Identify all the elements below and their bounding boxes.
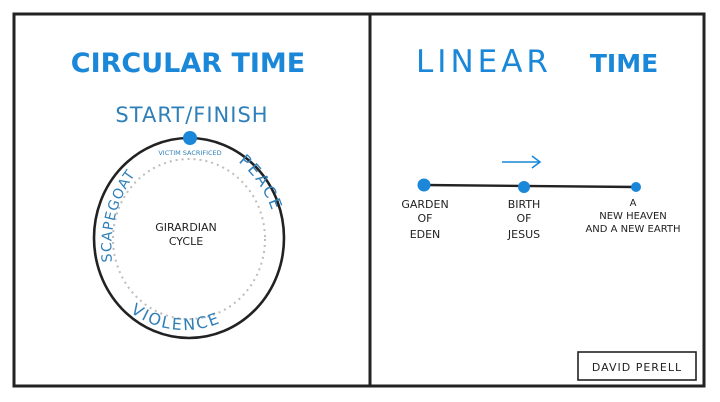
credit-box <box>577 351 697 381</box>
timeline-line <box>423 183 637 189</box>
circular-time-panel: CIRCULAR TIME START/FINISH VICTIM SACRIF… <box>71 48 305 340</box>
svg-text:GARDEN: GARDEN <box>401 198 448 211</box>
circular-title: CIRCULAR TIME <box>71 48 305 79</box>
timeline-node-jesus <box>518 181 530 193</box>
linear-title-word2: TIME <box>590 49 658 78</box>
scapegoat-arc-label: SCAPEGOAT <box>99 167 139 263</box>
event-label-jesus: BIRTH OF JESUS <box>507 198 540 241</box>
start-finish-node <box>183 131 197 145</box>
cycle-inner-dotted-ring <box>112 158 266 320</box>
cycle-center-line1: GIRARDIAN <box>155 221 217 234</box>
outer-frame <box>12 12 706 388</box>
violence-arc-label: VIOLENCE <box>128 299 223 334</box>
linear-time-panel: LINEAR TIME GARDEN OF EDEN BIRTH OF JESU… <box>401 44 697 381</box>
cycle-center-line2: CYCLE <box>169 235 203 248</box>
linear-title-word1: LINEAR <box>416 44 552 80</box>
event-label-eden: GARDEN OF EDEN <box>401 198 448 241</box>
direction-arrow <box>502 155 542 169</box>
timeline-node-eden <box>417 178 431 192</box>
svg-text:A: A <box>630 198 637 209</box>
svg-text:BIRTH: BIRTH <box>508 198 541 211</box>
svg-text:OF: OF <box>517 212 532 225</box>
svg-text:AND A NEW EARTH: AND A NEW EARTH <box>585 224 680 235</box>
victim-sacrificed-label: VICTIM SACRIFICED <box>158 149 221 157</box>
svg-text:JESUS: JESUS <box>507 228 540 241</box>
svg-text:NEW HEAVEN: NEW HEAVEN <box>599 211 667 222</box>
credit-label: DAVID PERELL <box>592 361 682 374</box>
svg-text:OF: OF <box>418 212 433 225</box>
event-label-new-earth: A NEW HEAVEN AND A NEW EARTH <box>585 198 680 235</box>
timeline-node-new-earth <box>631 182 641 192</box>
start-finish-label: START/FINISH <box>115 103 268 127</box>
svg-text:EDEN: EDEN <box>410 228 441 241</box>
